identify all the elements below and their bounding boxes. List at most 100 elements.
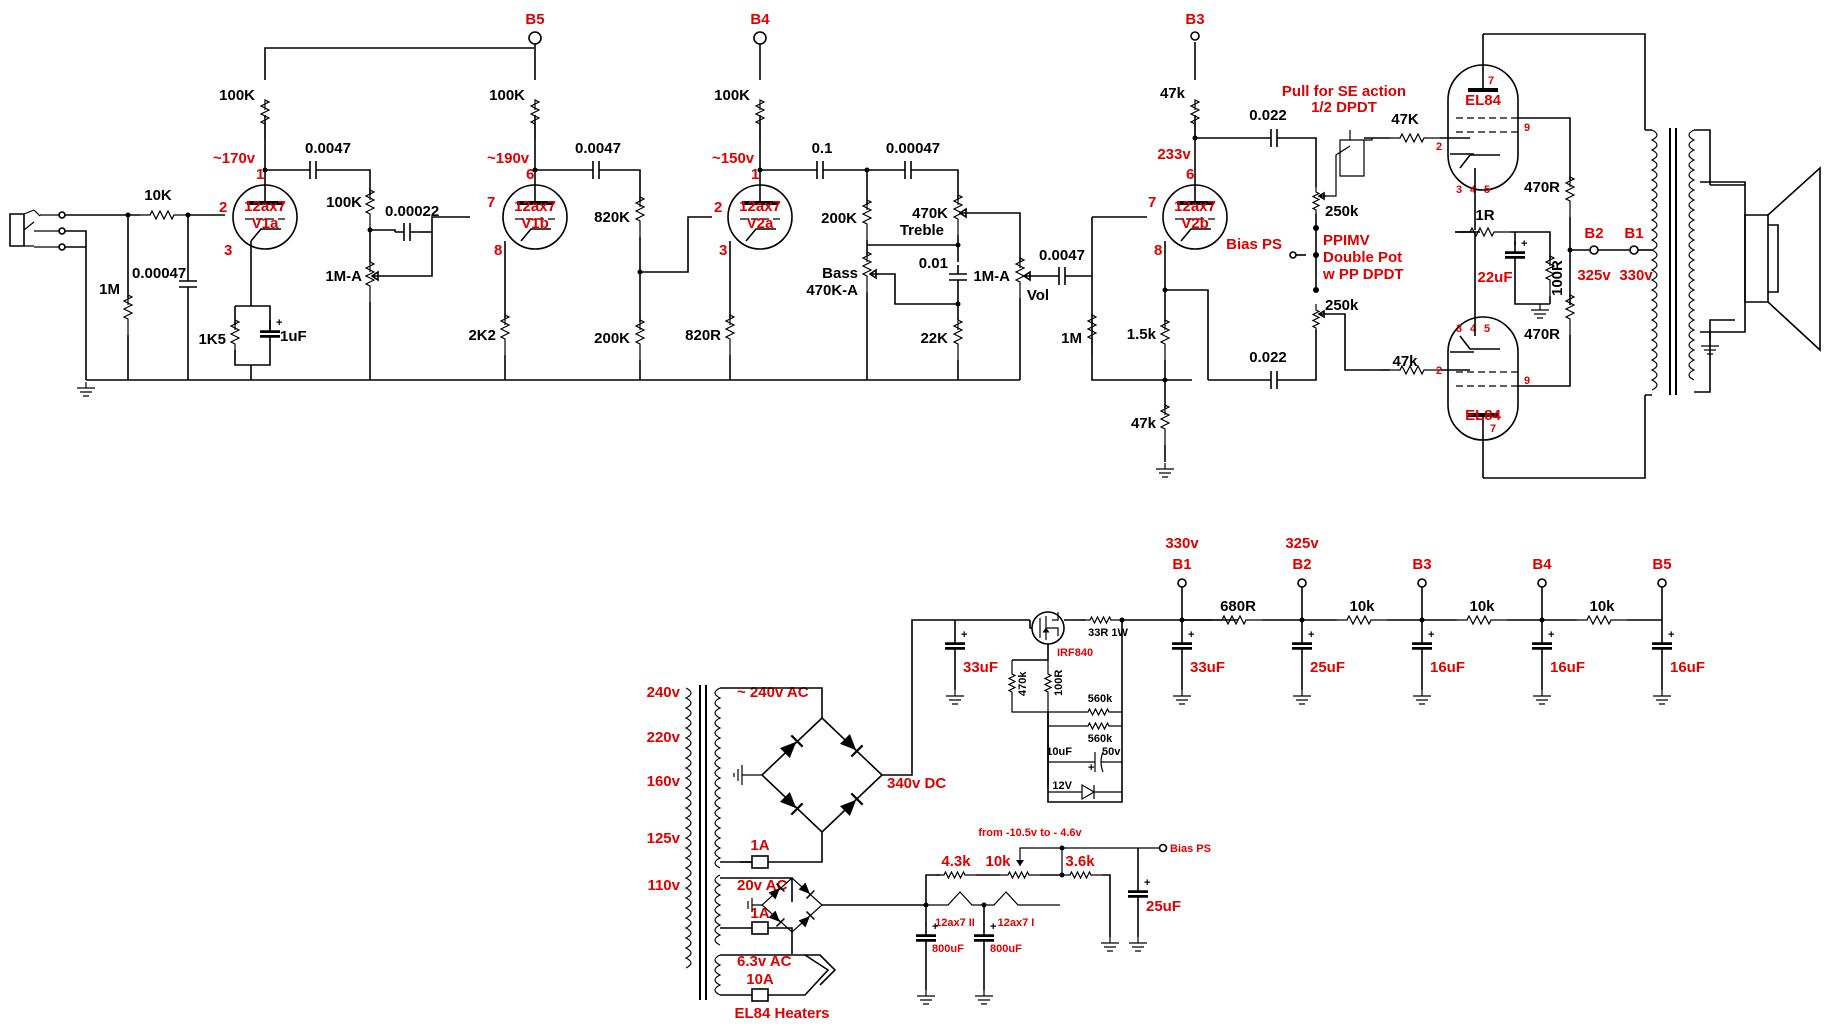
ps-b1-voltage: 330v: [1165, 535, 1199, 552]
tap-110: 110v: [647, 877, 680, 894]
v1b-coupling-cap: 0.0047: [575, 140, 621, 157]
svg-text:V1b: V1b: [521, 215, 549, 232]
svg-text:3: 3: [1456, 184, 1462, 196]
heater-ii: 12ax7 II: [935, 917, 975, 929]
v1b-cathode-resistor: 2K2: [468, 327, 496, 344]
svg-text:1: 1: [256, 166, 264, 183]
b1-cap: 33uF: [1190, 659, 1225, 676]
hv-fuse: [751, 855, 769, 869]
rail-b3-label: B3: [1185, 11, 1204, 28]
svg-text:2: 2: [1436, 141, 1442, 153]
reservoir-cap: 33uF: [963, 659, 998, 676]
svg-text:7: 7: [1148, 194, 1156, 211]
v2a-coupling-cap: 0.1: [812, 140, 833, 157]
volume-label: Vol: [1027, 287, 1049, 304]
treble-label: Treble: [900, 222, 944, 239]
b4-cap: 16uF: [1550, 659, 1585, 676]
rail-b4-label: B4: [750, 11, 770, 28]
tap-160: 160v: [647, 773, 681, 790]
mid-cap: 0.01: [919, 255, 948, 272]
svg-text:3: 3: [1456, 323, 1462, 335]
svg-text:4: 4: [1470, 323, 1477, 335]
v1b-plate-voltage: ~190v: [487, 150, 530, 167]
v1a-coupling-cap: 0.0047: [305, 140, 351, 157]
ppimv-bias-label: Bias PS: [1226, 236, 1282, 253]
v2b-cathode-resistor: 1.5k: [1127, 326, 1157, 343]
svg-text:B2: B2: [1292, 556, 1311, 573]
svg-text:1A: 1A: [750, 837, 769, 854]
tube-v1a: 12ax7 V1a 2 1 3 ~170v: [213, 150, 299, 259]
b2-voltage: 325v: [1577, 267, 1611, 284]
svg-text:EL84: EL84: [1465, 92, 1502, 109]
el84-grid-stopper-bottom: 47k: [1392, 353, 1418, 370]
v1a-plate-resistor: 100K: [219, 87, 255, 104]
power-transformer: 240v 220v 160v 125v 110v: [647, 684, 722, 1000]
v2b-grid-resistor: 1M: [1061, 330, 1082, 347]
b3-cap: 16uF: [1430, 659, 1465, 676]
v1b-stage1-load: 100K: [326, 194, 362, 211]
tube-v2a: 12ax7 V2a 2 1 3 ~150v: [712, 150, 794, 259]
slope-resistor: 200K: [821, 210, 857, 227]
v2a-divider-bottom: 200K: [594, 330, 630, 347]
mosfet-res-1: 470k: [1017, 671, 1029, 696]
tube-v1b: 12ax7 V1b 7 6 8 ~190v: [487, 150, 569, 259]
bias-winding: 20v AC: [737, 877, 787, 894]
treble-pot: 470K: [912, 205, 948, 222]
svg-text:12ax7: 12ax7: [244, 198, 286, 215]
v2a-cathode-resistor: 820R: [685, 327, 721, 344]
svg-text:6: 6: [1186, 166, 1194, 183]
output-transformer: [1645, 128, 1745, 396]
v2b-cap-bottom: 0.022: [1249, 349, 1287, 366]
gate-cap-voltage: 50v: [1102, 746, 1121, 758]
svg-text:8: 8: [1154, 242, 1162, 259]
b5-cap: 16uF: [1670, 659, 1705, 676]
volume-out-cap: 0.0047: [1039, 247, 1085, 264]
mosfet-irf840: IRF840: [1029, 611, 1093, 659]
ppimv-label-2: Double Pot: [1323, 249, 1402, 266]
svg-text:7: 7: [1490, 423, 1496, 435]
v1a-input-resistor: 10K: [144, 187, 172, 204]
treble-cap: 0.00047: [886, 140, 940, 157]
filter-cap-1: 800uF: [932, 943, 964, 955]
tap-125: 125v: [647, 830, 681, 847]
bias-r2: 3.6k: [1065, 853, 1095, 870]
svg-text:6: 6: [526, 166, 534, 183]
bias-r1: 4.3k: [941, 853, 971, 870]
b3-b4-resistor: 10k: [1469, 598, 1495, 615]
tonestack: 0.00047 200K Bass 470K-A 470K Treble 0.0…: [806, 140, 1092, 380]
svg-text:12ax7: 12ax7: [1174, 198, 1216, 215]
heater-label: EL84 Heaters: [734, 1005, 829, 1022]
hv-winding: ~ 240v AC: [737, 684, 809, 701]
v1a-input-cap: 0.00047: [132, 265, 186, 282]
svg-text:5: 5: [1484, 184, 1490, 196]
svg-text:5: 5: [1484, 323, 1490, 335]
ps-b2-voltage: 325v: [1285, 535, 1319, 552]
ppimv-pot-top: 250k: [1325, 203, 1359, 220]
el84-screen-resistor-top: 470R: [1524, 179, 1560, 196]
tube-el84-top: EL84 7 9 2 3 4 5: [1436, 34, 1535, 196]
el84-cathode-cap: 22uF: [1477, 269, 1512, 286]
svg-text:9: 9: [1524, 375, 1530, 387]
v2b-tail-resistor: 47k: [1131, 415, 1157, 432]
bias-cap: 25uF: [1146, 898, 1181, 915]
switch-note-2: 1/2 DPDT: [1311, 99, 1377, 116]
ppimv-label-3: w PP DPDT: [1322, 266, 1404, 283]
v2a-plate-voltage: ~150v: [712, 150, 755, 167]
series-resistor: 33R 1W: [1088, 627, 1128, 639]
v1a-cathode-cap: 1uF: [280, 328, 307, 345]
tap-240: 240v: [647, 684, 681, 701]
svg-text:2: 2: [1436, 365, 1442, 377]
v2b-cap-top: 0.022: [1249, 107, 1287, 124]
volume-pot: 1M-A: [973, 268, 1010, 285]
v1a-grid-resistor: 1M: [99, 281, 120, 298]
v1a-cathode-resistor: 1K5: [198, 331, 226, 348]
mid-resistor: 22K: [920, 330, 948, 347]
svg-text:2: 2: [714, 199, 722, 216]
v2a-divider-top: 820K: [594, 209, 630, 226]
svg-text:10A: 10A: [746, 971, 774, 988]
b1-voltage: 330v: [1619, 267, 1653, 284]
svg-text:7: 7: [487, 194, 495, 211]
speaker: [1700, 166, 1821, 355]
heater-i: 12ax7 I: [998, 917, 1035, 929]
